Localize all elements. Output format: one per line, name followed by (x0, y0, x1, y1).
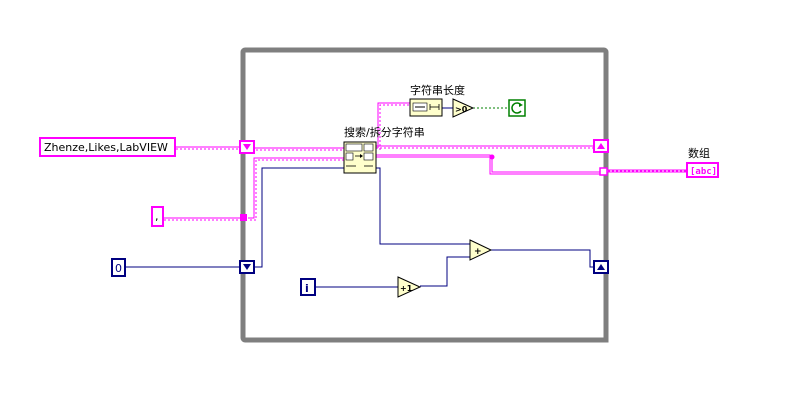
string-constant[interactable]: Zhenze,Likes,LabVIEW (39, 137, 176, 157)
shift-register-left-string[interactable] (239, 140, 255, 154)
greater-than-zero-glyph: >0 (455, 105, 468, 114)
search-split-string-label: 搜索/拆分字符串 (344, 125, 425, 139)
wire-string-input[interactable] (176, 146, 240, 150)
wire-add-output[interactable] (491, 249, 593, 268)
wire-split-output[interactable] (376, 145, 686, 175)
search-split-string-node[interactable] (343, 141, 377, 174)
while-loop[interactable] (240, 47, 609, 343)
array-tunnel[interactable] (599, 167, 608, 176)
zero-constant-value: 0 (115, 262, 122, 275)
shift-register-right-offset[interactable] (593, 260, 609, 274)
delimiter-constant[interactable]: , (151, 206, 164, 227)
shift-register-arrow-icon (243, 264, 251, 270)
add-glyph: + (474, 247, 482, 257)
add-node[interactable]: + (469, 239, 493, 261)
shift-register-arrow-icon (597, 143, 605, 149)
array-indicator[interactable]: [abc] (686, 162, 719, 178)
loop-condition-terminal[interactable] (508, 99, 526, 117)
increment-glyph: +1 (400, 284, 413, 293)
zero-constant[interactable]: 0 (111, 258, 126, 277)
wire-iteration[interactable] (316, 256, 470, 288)
string-constant-value: Zhenze,Likes,LabVIEW (44, 141, 168, 154)
string-length-node[interactable] (409, 98, 443, 117)
wire-offset[interactable] (126, 167, 344, 268)
shift-register-right-string[interactable] (593, 139, 609, 153)
string-length-label: 字符串长度 (410, 83, 465, 97)
delimiter-constant-value: , (155, 210, 159, 223)
array-indicator-label: 数组 (688, 146, 710, 160)
shift-register-arrow-icon (243, 144, 251, 150)
stop-if-false-icon (511, 102, 522, 114)
delimiter-tunnel[interactable] (240, 214, 247, 221)
iteration-terminal-label: i (305, 282, 309, 295)
wire-string-loop[interactable] (255, 102, 410, 151)
shift-register-arrow-icon (597, 264, 605, 270)
shift-register-left-offset[interactable] (239, 260, 255, 274)
wire-offset-out[interactable] (376, 167, 470, 245)
wire-delimiter[interactable] (164, 157, 344, 221)
iteration-terminal[interactable]: i (300, 278, 316, 296)
increment-node[interactable]: +1 (397, 276, 422, 298)
array-indicator-glyph: [abc] (690, 167, 717, 177)
greater-than-zero-node[interactable]: >0 (452, 98, 475, 118)
